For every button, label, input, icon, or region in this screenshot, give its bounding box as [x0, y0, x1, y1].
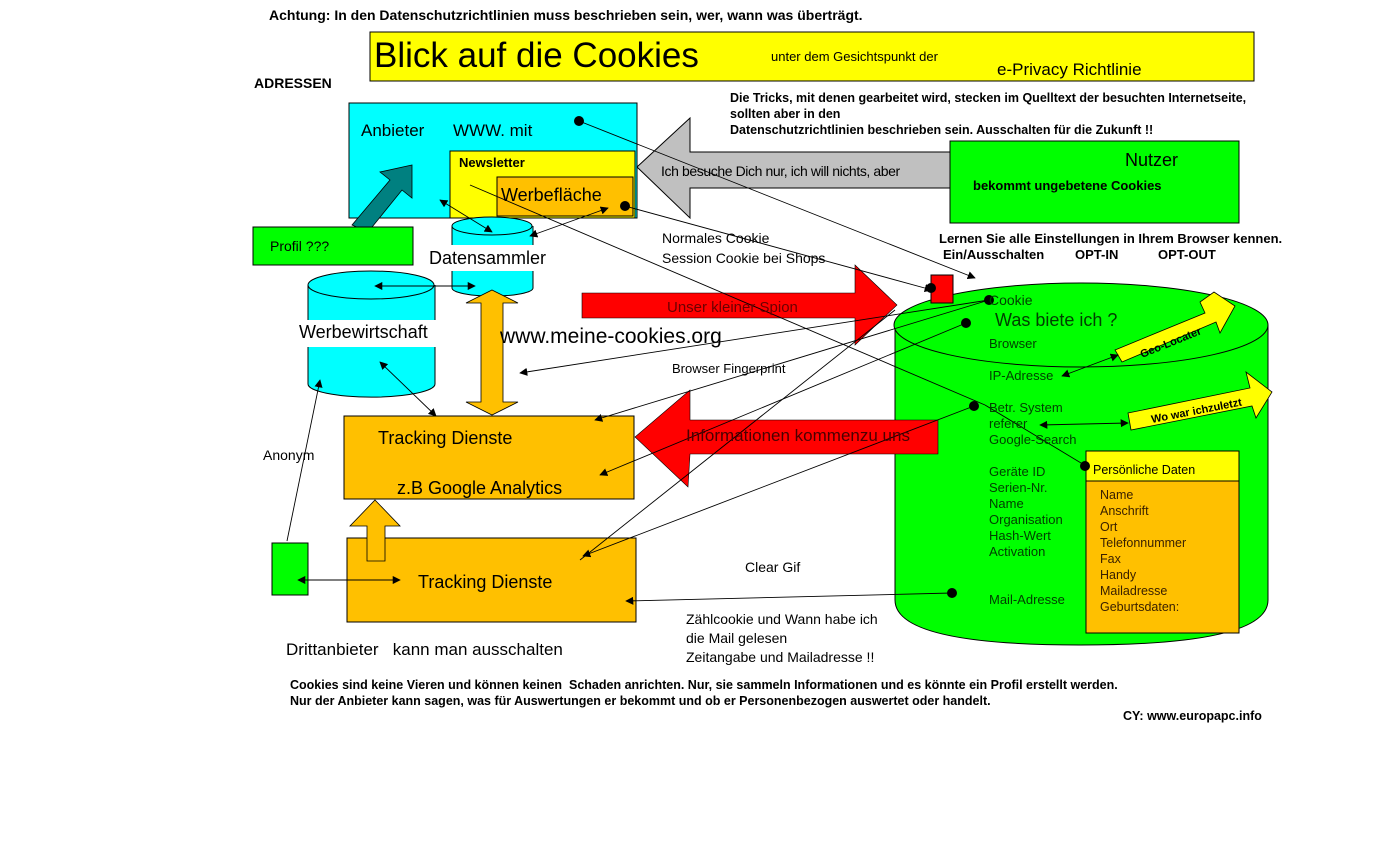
option-opt-in[interactable]: OPT-IN — [1075, 247, 1119, 262]
item-google-search: Google-Search — [989, 432, 1077, 447]
last-location-arrow — [1127, 370, 1273, 431]
spy-arrow-text: Unser kleiner Spion — [667, 299, 798, 316]
item-activation: Activation — [989, 544, 1046, 559]
title-box — [369, 31, 1255, 82]
user-title: Nutzer — [1125, 150, 1179, 170]
personal-data-box — [1085, 480, 1240, 634]
personal-item: Fax — [1100, 552, 1121, 566]
third-party-box — [271, 542, 309, 596]
data-collector-label: Datensammler — [429, 248, 547, 268]
browser-settings-text: Lernen Sie alle Einstellungen in Ihrem B… — [939, 231, 1283, 246]
item-name: Name — [989, 496, 1024, 511]
addresses-label: ADRESSEN — [254, 75, 332, 91]
warning-text: Achtung: In den Datenschutzrichtlinien m… — [269, 7, 863, 23]
tricks-note-line1: Die Tricks, mit denen gearbeitet wird, s… — [730, 91, 1247, 105]
personal-item: Telefonnummer — [1100, 536, 1187, 550]
question-label: Was biete ich ? — [995, 310, 1118, 330]
count-cookie-line2: die Mail gelesen — [686, 630, 788, 646]
connection-dots — [574, 116, 1090, 598]
provider-label: Anbieter — [361, 121, 425, 140]
option-opt-out[interactable]: OPT-OUT — [1158, 247, 1216, 262]
info-arrow — [634, 389, 939, 488]
third-party-label: Drittanbieter kann man ausschalten — [286, 640, 563, 659]
item-referer: referer — [989, 416, 1028, 431]
advertising-label: Werbewirtschaft — [299, 322, 428, 342]
upload-arrow — [349, 499, 401, 562]
cookie-type-normal: Normales Cookie — [662, 230, 770, 246]
item-serial: Serien-Nr. — [989, 480, 1048, 495]
tracking1-example: z.B Google Analytics — [397, 478, 563, 498]
geo-locater-arrow — [1114, 291, 1236, 363]
fingerprint-label: Browser Fingerprint — [672, 361, 786, 376]
copyright-link[interactable]: CY: www.europapc.info — [1123, 709, 1262, 723]
cookie-label: Cookie — [989, 292, 1033, 308]
personal-item: Name — [1100, 488, 1134, 502]
tracking1-title: Tracking Dienste — [378, 428, 513, 448]
ad-space-label: Werbefläche — [501, 185, 602, 205]
item-organisation: Organisation — [989, 512, 1063, 527]
option-on-off[interactable]: Ein/Ausschalten — [943, 247, 1045, 262]
provider-www: WWW. mit — [453, 121, 533, 140]
profile-label: Profil ??? — [270, 238, 330, 254]
user-subtitle: bekommt ungebetene Cookies — [973, 178, 1162, 193]
item-ip-address: IP-Adresse — [989, 368, 1054, 383]
profile-box — [252, 226, 414, 266]
item-browser: Browser — [989, 336, 1037, 351]
teal-arrow-icon — [351, 164, 413, 233]
personal-data-header — [1085, 450, 1240, 482]
title-subtitle: unter dem Gesichtspunkt der — [771, 49, 938, 64]
tricks-note-line2: sollten aber in den — [730, 107, 841, 121]
exchange-arrow — [465, 289, 519, 416]
page-title: Blick auf die Cookies — [374, 36, 699, 75]
info-arrow-text: Informationen kommenzu uns — [686, 426, 910, 445]
tracking2-title: Tracking Dienste — [418, 572, 553, 592]
anonym-label: Anonym — [263, 447, 315, 463]
user-box — [949, 140, 1240, 224]
item-mail: Mail-Adresse — [989, 592, 1065, 607]
personal-item: Ort — [1100, 520, 1118, 534]
personal-item: Mailadresse — [1100, 584, 1168, 598]
footer-line1: Cookies sind keine Vieren und können kei… — [290, 678, 1118, 692]
tricks-note-line3: Datenschutzrichtlinien beschrieben sein.… — [730, 123, 1154, 137]
footer-line2: Nur der Anbieter kann sagen, was für Aus… — [290, 694, 991, 708]
count-cookie-line3: Zeitangabe und Mailadresse !! — [686, 649, 875, 665]
clear-gif-label: Clear Gif — [745, 559, 801, 575]
item-device-id: Geräte ID — [989, 464, 1046, 479]
count-cookie-line1: Zählcookie und Wann habe ich — [686, 611, 878, 627]
website-link[interactable]: www.meine-cookies.org — [500, 325, 722, 348]
personal-item: Geburtsdaten: — [1100, 600, 1180, 614]
cookie-type-session: Session Cookie bei Shops — [662, 250, 826, 266]
personal-data-title: Persönliche Daten — [1093, 463, 1196, 477]
visit-arrow-text: Ich besuche Dich nur, ich will nichts, a… — [661, 163, 900, 179]
personal-item: Anschrift — [1100, 504, 1149, 518]
personal-item: Handy — [1100, 568, 1137, 582]
item-os: Betr. System — [989, 400, 1063, 415]
connector-lines — [286, 120, 1129, 605]
item-hash: Hash-Wert — [989, 528, 1051, 543]
title-directive: e-Privacy Richtlinie — [997, 60, 1142, 79]
tracking-box-1 — [343, 415, 635, 500]
newsletter-label: Newsletter — [459, 155, 525, 170]
